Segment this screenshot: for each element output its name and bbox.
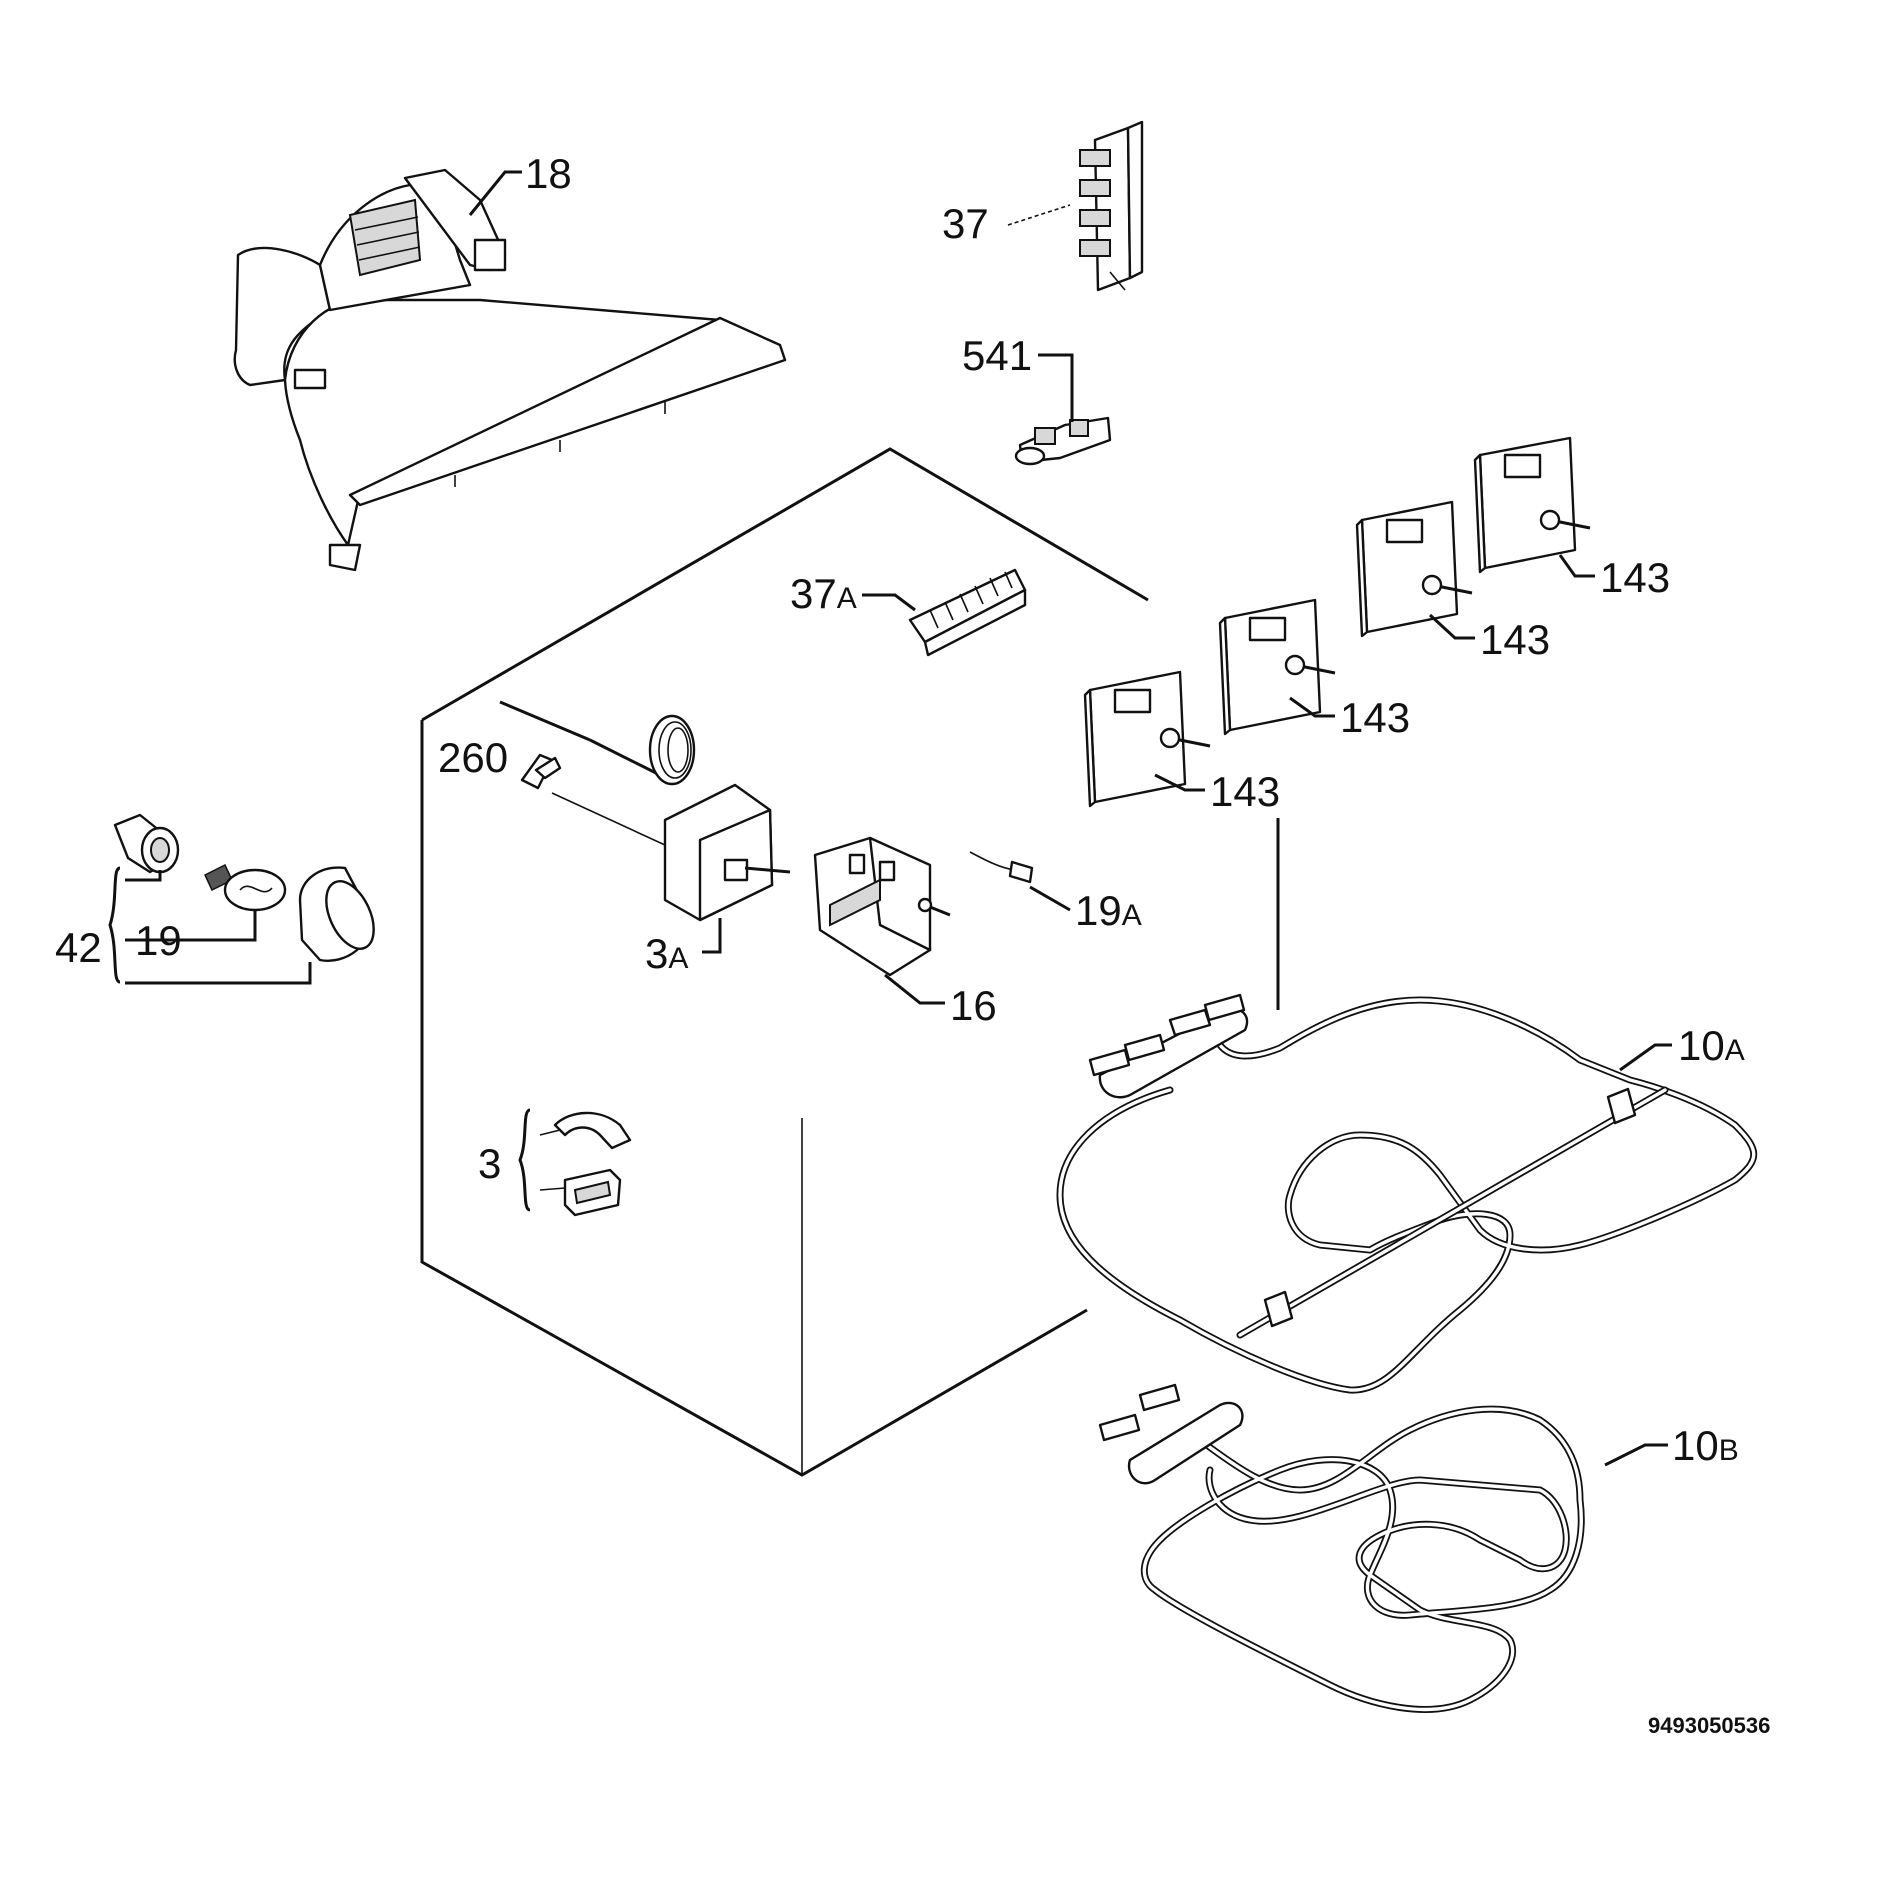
label-16: 16 — [950, 982, 997, 1029]
part-lamp-cover — [298, 866, 375, 962]
part-10a-top-element — [1056, 993, 1758, 1394]
leader-37a — [862, 593, 916, 612]
leader-143-4 — [1558, 554, 1595, 578]
part-16-selector-switch — [813, 836, 951, 977]
part-3-clips — [539, 1111, 632, 1217]
part-18-fan-duct — [233, 168, 787, 572]
label-19a: 19A — [1075, 887, 1142, 934]
part-260-clip — [520, 753, 562, 790]
label-18: 18 — [525, 150, 572, 197]
oven-cabinet-outline — [420, 447, 1149, 1477]
leader-16 — [884, 973, 945, 1005]
part-37-terminal-block — [1079, 120, 1144, 292]
part-143-regulator-1 — [1083, 670, 1211, 808]
part-42-lamp-holder — [113, 813, 180, 874]
bracket-42 — [108, 866, 312, 985]
part-143-regulator-3 — [1355, 500, 1473, 638]
part-541-switch — [1014, 416, 1112, 466]
leader-10a — [1619, 1043, 1672, 1072]
label-541: 541 — [962, 332, 1032, 379]
label-19: 19 — [135, 917, 182, 964]
label-37: 37 — [942, 200, 989, 247]
label-143-1: 143 — [1210, 768, 1280, 815]
label-143-3: 143 — [1480, 616, 1550, 663]
leader-3a — [702, 918, 722, 954]
part-37a-terminal-strip — [908, 568, 1027, 657]
label-3a: 3A — [645, 930, 688, 977]
leader-18 — [468, 170, 522, 216]
leader-19a — [1029, 885, 1071, 912]
bracket-3 — [518, 1108, 531, 1212]
label-143-2: 143 — [1340, 694, 1410, 741]
label-37a: 37A — [790, 570, 857, 617]
leader-541 — [1038, 353, 1074, 422]
leader-10b — [1604, 1443, 1668, 1467]
label-260: 260 — [438, 734, 508, 781]
leader-143-1 — [1154, 773, 1205, 792]
label-143-4: 143 — [1600, 554, 1670, 601]
label-10a: 10A — [1678, 1022, 1745, 1069]
label-42: 42 — [55, 924, 102, 971]
label-10b: 10B — [1672, 1422, 1739, 1469]
part-19a-lamp-wire — [969, 851, 1034, 884]
leader-37 — [1007, 204, 1071, 226]
part-10b-bottom-element — [1098, 1383, 1585, 1713]
part-143-regulator-2 — [1218, 598, 1336, 736]
document-number: 9493050536 — [1648, 1713, 1770, 1738]
leader-143-3 — [1428, 613, 1475, 640]
part-3a-thermostat — [499, 700, 791, 922]
part-143-regulator-4 — [1473, 436, 1591, 574]
part-19-lamp-bulb — [204, 863, 287, 912]
leader-143-2 — [1289, 696, 1335, 718]
label-3: 3 — [478, 1140, 501, 1187]
